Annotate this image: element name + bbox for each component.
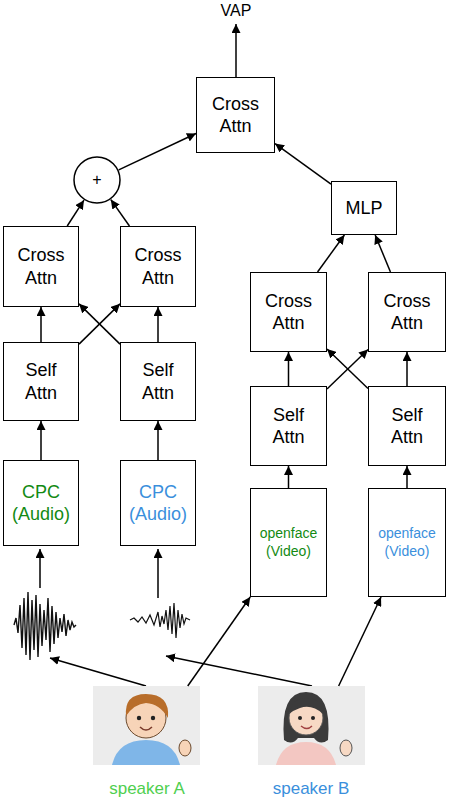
process-box: Cross Attn <box>368 272 446 352</box>
eye <box>137 716 141 720</box>
node-text: openface (Video) <box>376 525 438 560</box>
arrow-connector <box>188 597 250 686</box>
picture-background <box>258 686 365 765</box>
mouth <box>301 726 312 729</box>
node-text: MLP <box>345 197 382 220</box>
eye <box>311 716 315 720</box>
waveform <box>14 592 76 660</box>
node-text: openface (Video) <box>258 525 319 560</box>
arrow-connector <box>288 466 290 488</box>
speaker-node: speaker B <box>252 686 370 802</box>
speaker-illustration <box>93 686 200 765</box>
arrow-connector <box>67 200 84 226</box>
speaker-node: speaker A <box>88 686 206 802</box>
process-box: Self Attn <box>368 386 446 466</box>
arrow-line <box>166 656 312 686</box>
process-box: Cross Attn <box>3 226 79 307</box>
arrow-connector <box>327 350 368 389</box>
hair <box>289 698 323 714</box>
process-box: Self Attn <box>3 342 79 421</box>
node-text: CPC (Audio) <box>11 481 71 526</box>
eye <box>151 716 155 720</box>
node-text: Cross Attn <box>128 244 188 289</box>
waveform <box>130 603 190 638</box>
body <box>276 742 336 765</box>
arrow-connector <box>79 304 120 344</box>
circle-shape <box>74 157 120 203</box>
hair <box>126 694 168 718</box>
process-box: Self Attn <box>250 386 327 466</box>
arrow-connector <box>40 307 42 342</box>
process-box: MLP <box>331 181 397 235</box>
speaker-label: speaker B <box>273 778 350 802</box>
picture-background <box>93 686 200 765</box>
hair <box>283 692 328 743</box>
arrow-connector <box>119 134 196 170</box>
node-text: Cross Attn <box>11 244 71 289</box>
arrow-line <box>157 549 159 598</box>
body <box>112 740 180 765</box>
node-text: Self Attn <box>11 359 71 404</box>
process-box: openface (Video) <box>250 488 327 597</box>
arrow-connector <box>375 235 390 272</box>
node-text: Cross Attn <box>376 290 438 335</box>
process-box: Cross Attn <box>250 272 327 352</box>
arrow-line <box>50 658 146 686</box>
mouth <box>140 727 152 730</box>
process-box: Self Attn <box>120 342 196 421</box>
output-label: VAP <box>210 2 262 20</box>
node-text: Cross Attn <box>204 93 267 138</box>
node-text: CPC (Audio) <box>128 481 188 526</box>
hand <box>179 740 191 756</box>
process-box: CPC (Audio) <box>120 460 196 546</box>
node-text: Cross Attn <box>258 290 319 335</box>
arrow-connector <box>406 466 408 488</box>
arrow-connector <box>157 421 159 460</box>
speaker-label: speaker A <box>109 778 185 802</box>
node-text: Self Attn <box>128 359 188 404</box>
arrow-connector <box>157 307 159 342</box>
process-box: openface (Video) <box>368 488 446 597</box>
arrow-line <box>39 549 41 588</box>
arrow-connector <box>318 235 345 272</box>
node-text: Self Attn <box>376 404 438 449</box>
node-text: Self Attn <box>258 404 319 449</box>
sum-circle: + <box>73 156 121 204</box>
arrow-line <box>235 24 237 77</box>
node-text: + <box>92 170 101 190</box>
arrow-connector <box>275 144 331 185</box>
eye <box>298 716 302 720</box>
process-box: Cross Attn <box>120 226 196 307</box>
arrow-connector <box>79 304 120 344</box>
arrow-connector <box>40 421 42 460</box>
arrow-connector <box>327 349 368 388</box>
process-box: Cross Attn <box>196 77 275 153</box>
hand <box>340 740 352 756</box>
process-box: CPC (Audio) <box>3 460 79 546</box>
arrow-connector <box>111 200 130 226</box>
arrow-connector <box>339 597 381 686</box>
arrow-connector <box>406 352 408 386</box>
speaker-illustration <box>258 686 365 765</box>
arrow-connector <box>288 352 290 386</box>
